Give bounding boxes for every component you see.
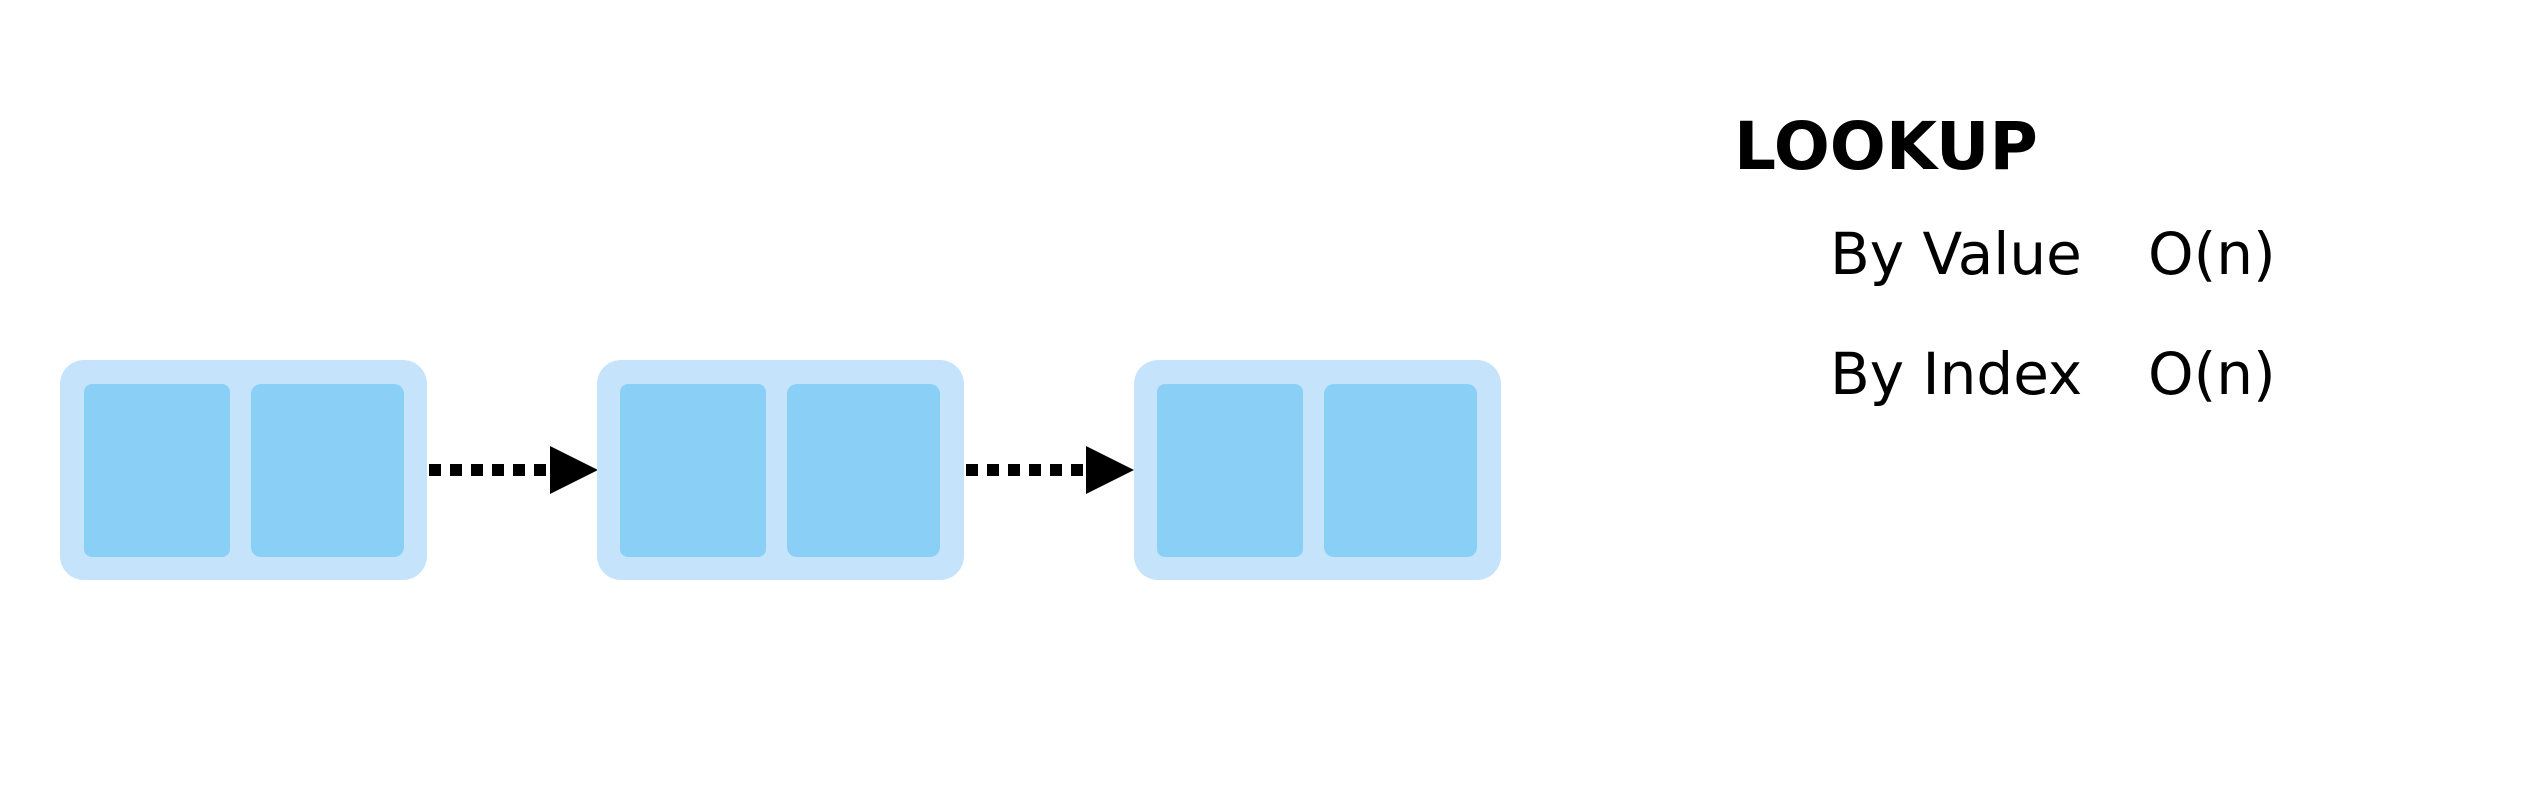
node-2-data-cell [620,384,766,557]
list-node-1 [60,360,427,580]
lookup-title: LOOKUP [1734,108,2038,185]
lookup-row-complexity: O(n) [2148,220,2276,288]
node-3-data-cell [1157,384,1303,557]
node-1-next-cell [251,384,404,557]
node-2-next-cell [787,384,940,557]
lookup-row-by-value: By Value O(n) [1830,220,2276,288]
lookup-row-complexity: O(n) [2148,340,2276,408]
list-node-3 [1134,360,1501,580]
node-1-data-cell [84,384,230,557]
lookup-row-label: By Value [1830,220,2082,288]
node-3-next-cell [1324,384,1477,557]
lookup-row-label: By Index [1830,340,2083,408]
next-pointer-arrow-1 [429,446,598,494]
lookup-row-by-index: By Index O(n) [1830,340,2276,408]
next-pointer-arrow-2 [966,446,1134,494]
list-node-2 [597,360,964,580]
